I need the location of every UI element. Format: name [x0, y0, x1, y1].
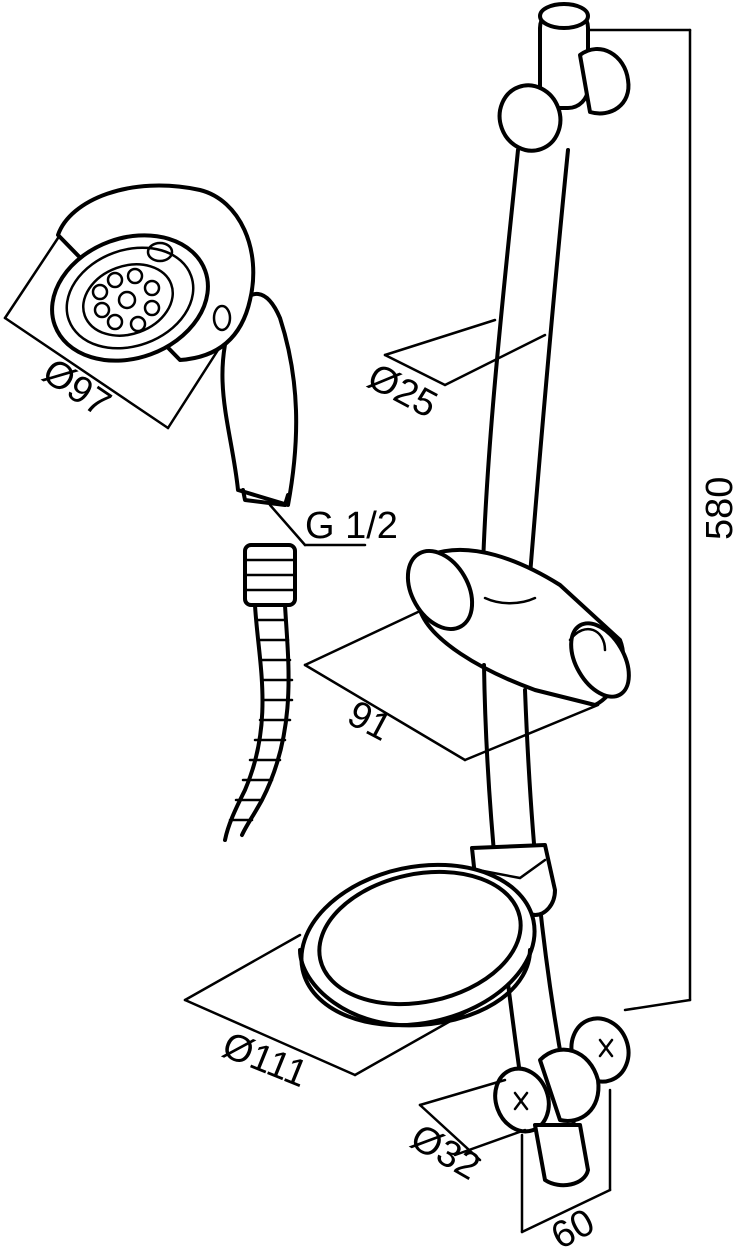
- dimension-rail-length-label: 580: [699, 477, 741, 540]
- dimension-rail-length: 580: [588, 28, 741, 1012]
- soap-dish: [298, 862, 537, 1028]
- dimension-slider-width-label: 91: [341, 693, 398, 750]
- shower-hose: [223, 543, 297, 842]
- dimension-rail-diameter: Ø25: [361, 318, 547, 427]
- screw-mark-icon: [513, 1038, 614, 1111]
- dimension-wall-offset-label: 60: [545, 1201, 602, 1258]
- nozzle-holes: [91, 267, 161, 333]
- dimension-bracket-diameter-label: Ø32: [404, 1116, 487, 1188]
- dimension-rail-diameter-label: Ø25: [361, 356, 444, 427]
- slide-rail: [405, 2, 631, 1188]
- dimension-thread-label: G 1/2: [305, 505, 398, 547]
- dimension-thread: G 1/2: [268, 503, 398, 547]
- hand-shower: [50, 183, 299, 507]
